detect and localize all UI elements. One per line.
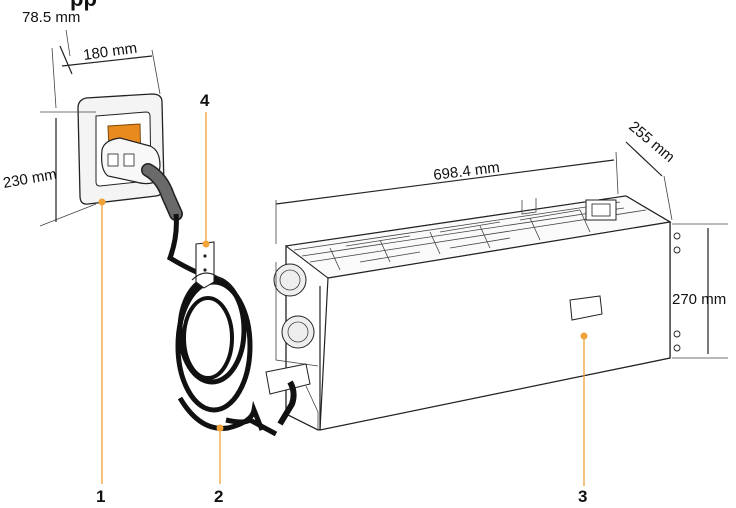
callout-1: 1 (96, 487, 105, 506)
callout-3: 3 (578, 487, 587, 506)
cable-holder (191, 241, 223, 289)
dim-wallbox-depth: 78.5 mm (22, 9, 80, 26)
charging-cable (141, 163, 278, 437)
heading-fragment: pp (70, 0, 97, 11)
callout-leaders (98, 112, 588, 486)
dim-unit-depth: 255 mm (625, 118, 677, 166)
callout-2: 2 (214, 487, 223, 506)
dim-wallbox-width: 180 mm (82, 40, 138, 64)
callout-4: 4 (200, 91, 210, 110)
dim-wallbox-height: 230 mm (2, 166, 58, 192)
dimension-lines (39, 29, 728, 359)
dim-unit-length: 698.4 mm (432, 159, 500, 184)
power-unit (265, 195, 681, 431)
wall-socket-unit (77, 93, 165, 205)
dim-unit-height: 270 mm (672, 291, 726, 308)
